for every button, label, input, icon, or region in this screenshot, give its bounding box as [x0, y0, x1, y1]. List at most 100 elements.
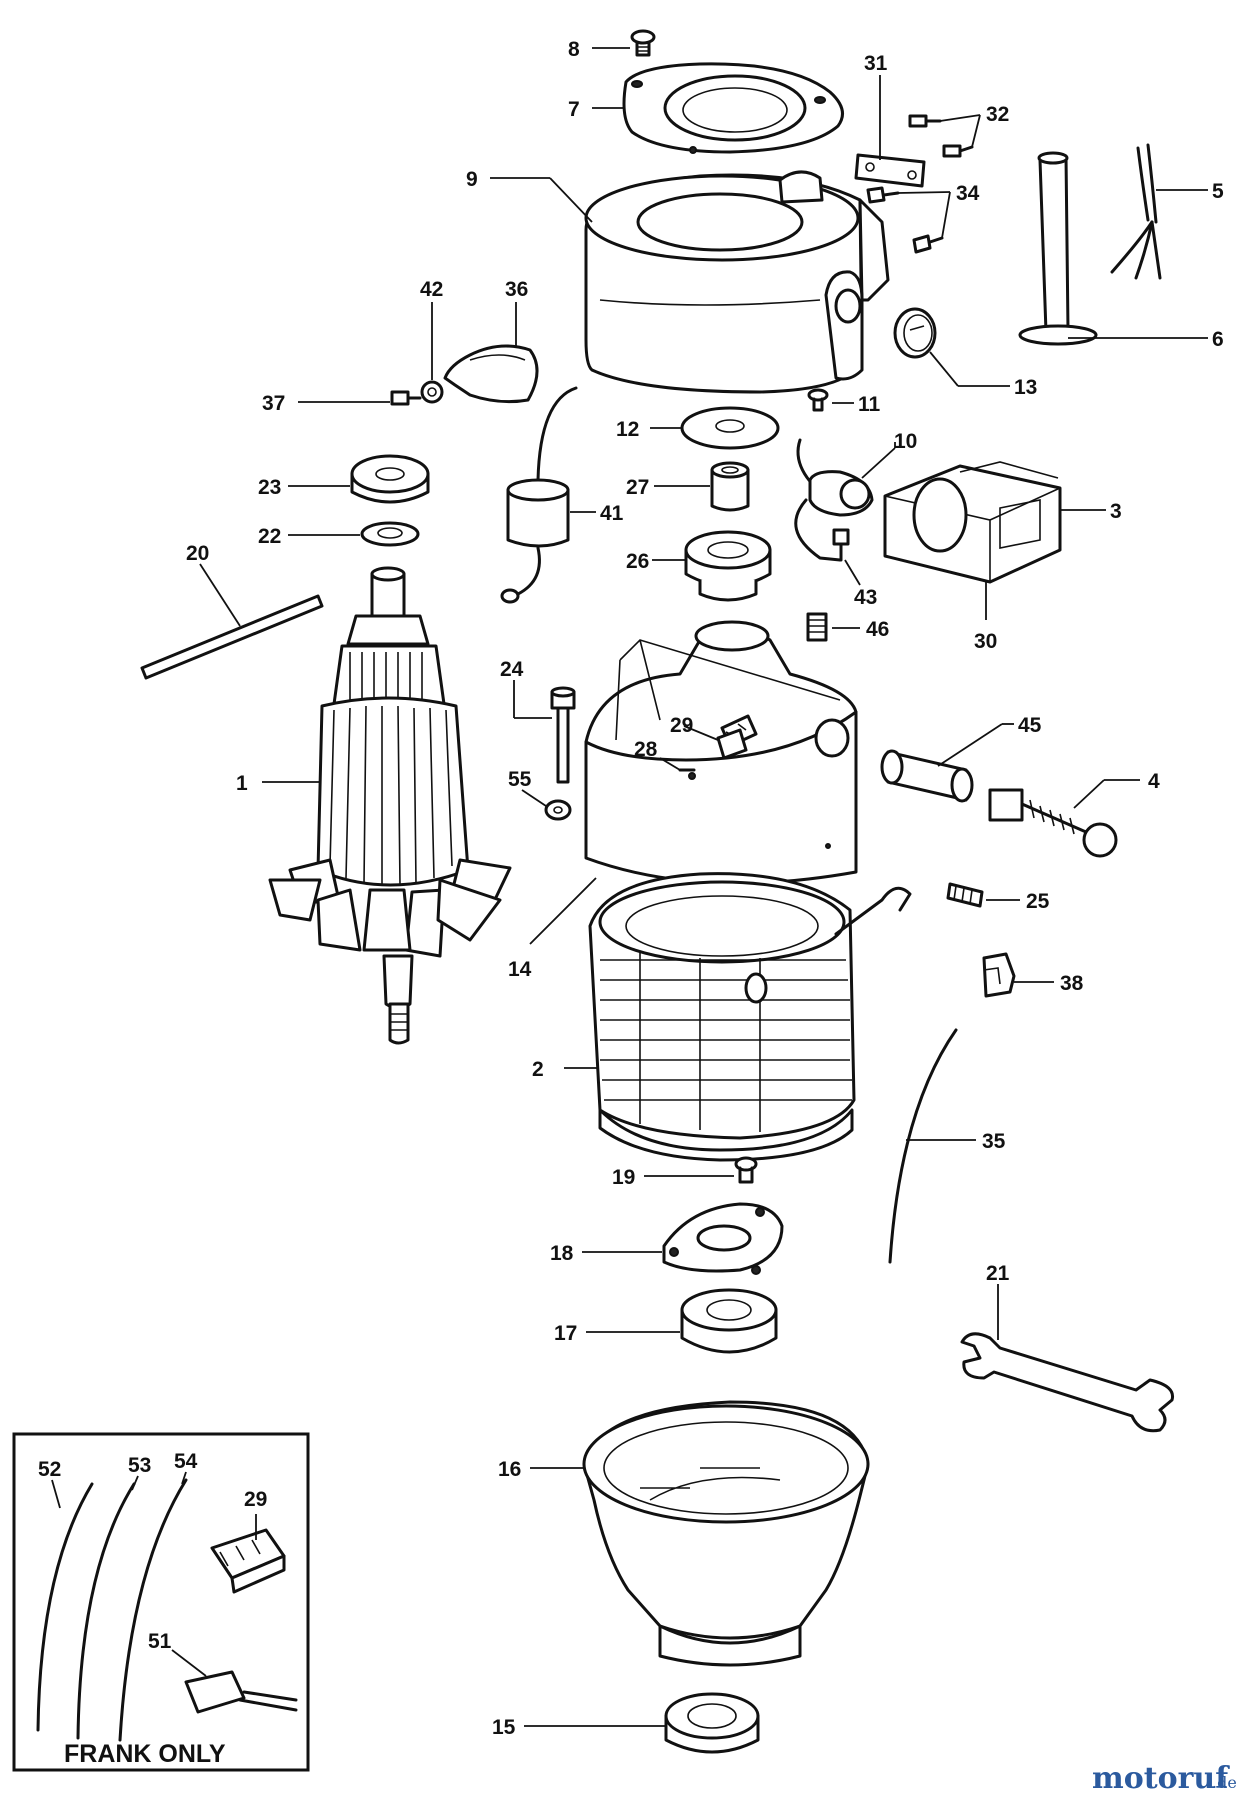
callout-28: 28	[634, 738, 658, 761]
part-53-wire	[76, 1482, 136, 1740]
part-5-power-cord	[1110, 143, 1162, 280]
part-32-screws	[908, 114, 974, 158]
part-22-washer	[360, 521, 420, 547]
callout-38: 38	[1060, 972, 1084, 995]
callout-19: 19	[612, 1166, 635, 1189]
callout-42: 42	[420, 278, 443, 301]
part-29-terminal-block	[210, 1528, 286, 1594]
inset-callout-54: 54	[174, 1450, 198, 1473]
part-52-wire	[36, 1482, 94, 1732]
callout-18: 18	[550, 1242, 574, 1265]
callout-31: 31	[864, 52, 888, 75]
part-3-brush-holder-assembly	[883, 461, 1062, 584]
callout-25: 25	[1026, 890, 1050, 913]
callout-37: 37	[262, 392, 285, 415]
inset-callout-51: 51	[148, 1630, 172, 1653]
callout-23: 23	[258, 476, 281, 499]
part-51-connector	[184, 1670, 298, 1714]
part-21-wrench	[960, 1332, 1175, 1433]
callout-35: 35	[982, 1130, 1006, 1153]
part-20-pin	[140, 594, 324, 680]
callout-45: 45	[1018, 714, 1042, 737]
part-27-sleeve	[710, 461, 750, 512]
inset-callout-53: 53	[128, 1454, 151, 1477]
part-19-screw	[734, 1156, 758, 1184]
callout-22: 22	[258, 525, 281, 548]
inset-callout-29: 29	[244, 1488, 267, 1511]
watermark-suffix: .de	[1212, 1773, 1237, 1792]
part-46-spring	[806, 612, 828, 642]
part-37-screw	[390, 390, 422, 406]
callout-14: 14	[508, 958, 532, 981]
part-45-brush-sleeve	[880, 749, 974, 803]
callout-55: 55	[508, 768, 532, 791]
callout-12: 12	[616, 418, 639, 441]
part-17-bearing	[680, 1288, 778, 1354]
part-9-motor-housing	[584, 170, 890, 394]
part-24-bolt	[550, 686, 576, 784]
part-15-seal	[664, 1692, 760, 1754]
callout-20: 20	[186, 542, 209, 565]
callout-26: 26	[626, 550, 649, 573]
callout-30: 30	[974, 630, 997, 653]
callout-4: 4	[1148, 770, 1160, 793]
part-42-washer	[420, 380, 444, 404]
callout-21: 21	[986, 1262, 1010, 1285]
part-26-bearing-seat	[684, 530, 772, 602]
part-25-spring	[946, 882, 984, 908]
callout-10: 10	[894, 430, 917, 453]
callout-15: 15	[492, 1716, 516, 1739]
callout-41: 41	[600, 502, 624, 525]
part-6-tube	[1018, 151, 1098, 346]
part-16-bottom-housing	[582, 1400, 870, 1667]
part-8-screw	[630, 29, 656, 57]
part-43-screw	[832, 528, 850, 562]
callout-5: 5	[1212, 180, 1224, 203]
callout-16: 16	[498, 1458, 521, 1481]
callout-13: 13	[1014, 376, 1037, 399]
part-13-cap	[893, 307, 937, 359]
callout-1: 1	[236, 772, 248, 795]
callout-36: 36	[505, 278, 528, 301]
part-11-screw	[807, 388, 829, 412]
part-38-clip	[982, 952, 1016, 998]
callout-34: 34	[956, 182, 980, 205]
callout-2: 2	[532, 1058, 544, 1081]
callout-43: 43	[854, 586, 877, 609]
inset-frank-only: 52 53 54 29 51 FRANK ONLY	[12, 1432, 310, 1772]
watermark-logo: motoruf .de	[1092, 1761, 1237, 1796]
callout-8: 8	[568, 38, 580, 61]
part-35-wire	[888, 1028, 958, 1264]
part-34-screws	[866, 186, 944, 254]
callout-29: 29	[670, 714, 693, 737]
callout-17: 17	[554, 1322, 577, 1345]
part-7-top-plate	[622, 62, 844, 154]
callout-7: 7	[568, 98, 580, 121]
callout-11: 11	[858, 393, 881, 416]
part-54-wire	[118, 1478, 188, 1742]
callout-24: 24	[500, 658, 524, 681]
part-12-disc	[680, 406, 780, 450]
callout-3: 3	[1110, 500, 1122, 523]
part-31-plate	[854, 153, 926, 188]
callout-9: 9	[466, 168, 478, 191]
callout-46: 46	[866, 618, 889, 641]
watermark-brand: motoruf	[1092, 1761, 1230, 1796]
part-55-washer	[544, 799, 572, 821]
callout-6: 6	[1212, 328, 1224, 351]
part-29-terminal	[716, 728, 748, 760]
part-41-capacitor	[500, 386, 578, 604]
part-14-motor-frame	[584, 620, 858, 885]
part-10-switch	[794, 438, 874, 562]
part-4-carbon-brush	[988, 788, 1118, 858]
callout-27: 27	[626, 476, 649, 499]
part-36-clamp	[443, 344, 539, 404]
part-23-bearing	[350, 454, 430, 504]
part-1-armature	[268, 566, 512, 1045]
part-2-field-coil	[588, 872, 912, 1162]
inset-title: FRANK ONLY	[64, 1740, 226, 1768]
callout-32: 32	[986, 103, 1009, 126]
part-18-bearing-plate	[662, 1202, 784, 1275]
inset-callout-52: 52	[38, 1458, 61, 1481]
